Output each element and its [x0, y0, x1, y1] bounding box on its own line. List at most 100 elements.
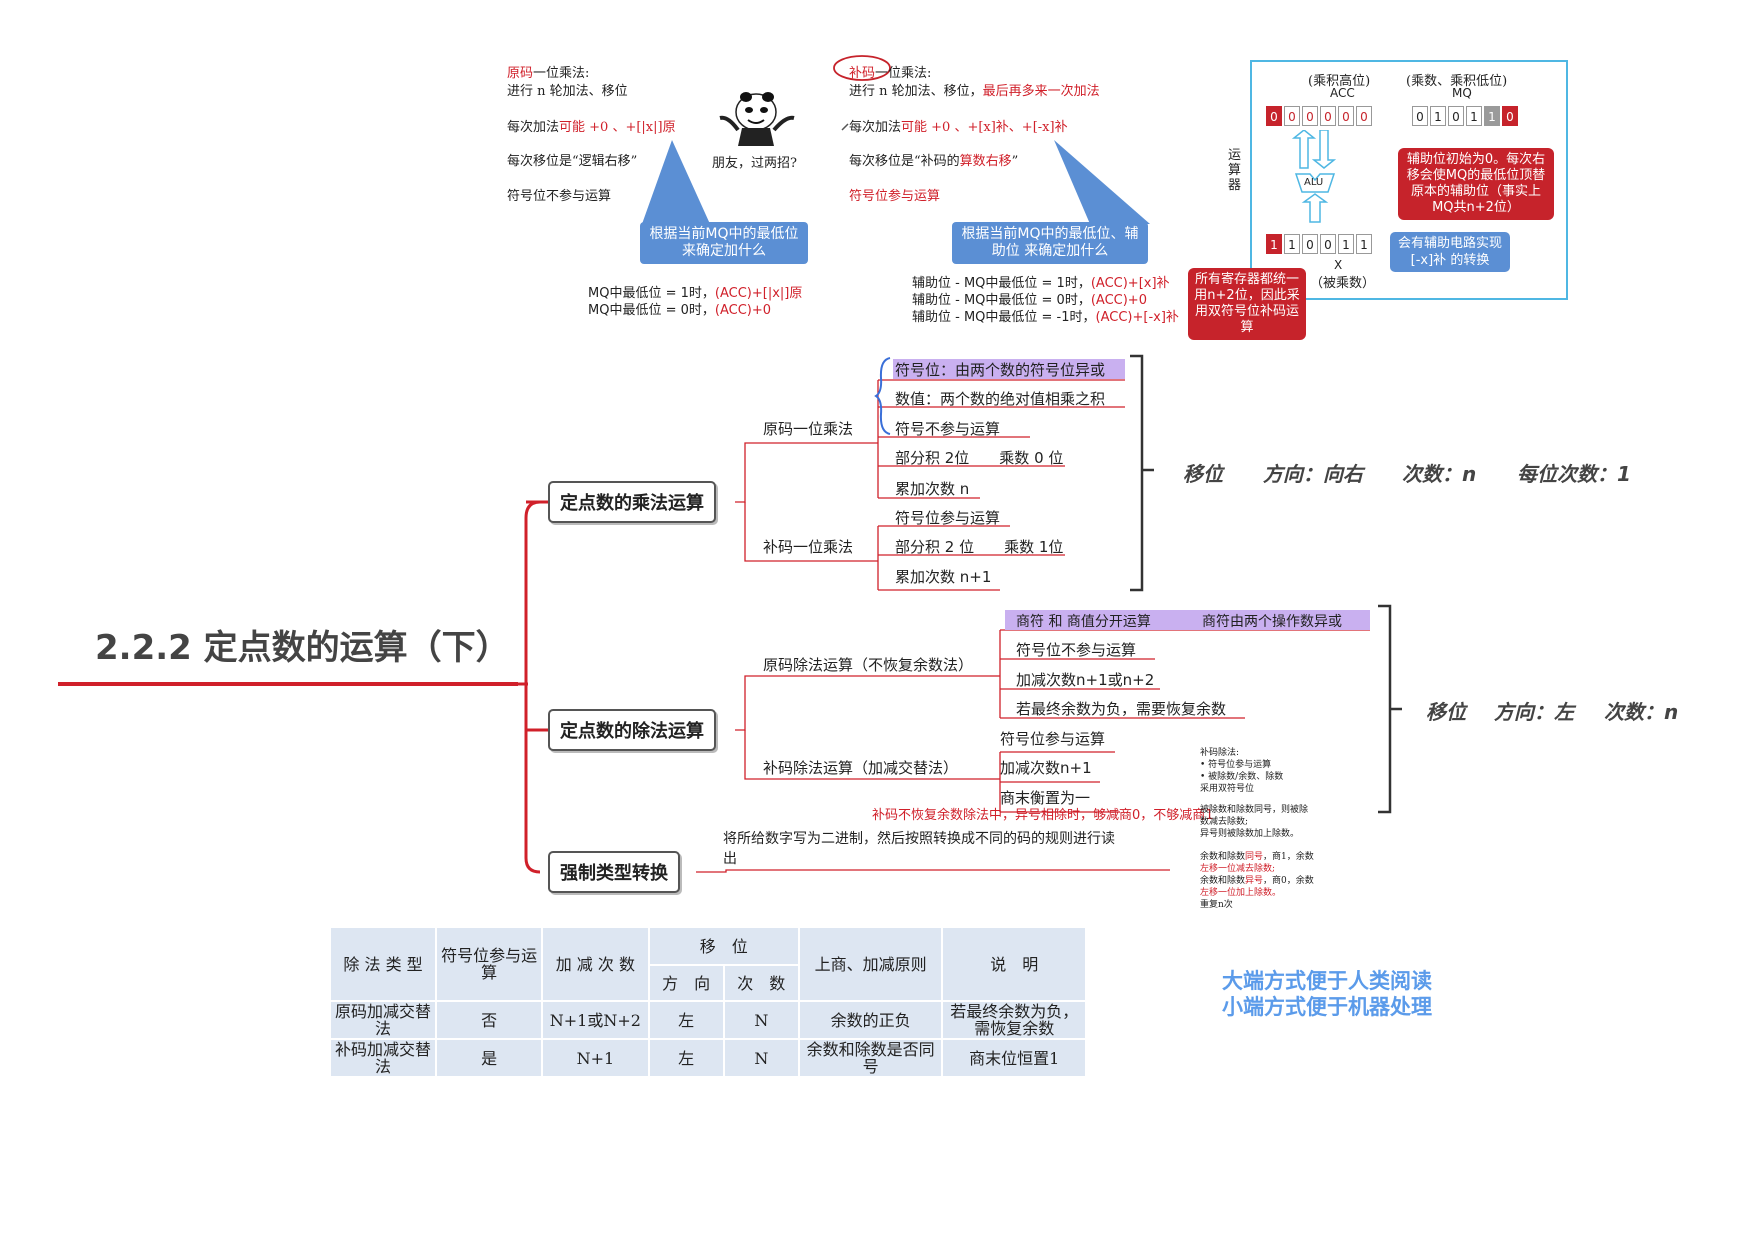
endian-line-2: 小端方式便于机器处理	[1222, 995, 1432, 1019]
acc-bit: 0	[1320, 106, 1336, 126]
orig-mul-line2: 进行 n 轮加法、移位	[507, 84, 628, 99]
panda-caption: 朋友，过两招?	[712, 156, 797, 171]
double-sign-note: 所有寄存器都统一用n+2位，因此采用双符号位补码运算	[1188, 268, 1306, 340]
mo-leaf: 符号位：由两个数的符号位异或	[895, 361, 1106, 379]
orig-rule-2: MQ中最低位 = 0时，(ACC)+0	[588, 303, 772, 318]
do-leaf: 商符 和 商值分开运算	[1016, 614, 1151, 630]
orig-mul-line3: 每次加法可能 +0 、+[|x|]原	[507, 120, 676, 135]
circle-mark-icon	[833, 55, 891, 81]
division-table: 除 法 类 型 符号位参与运算 加 减 次 数 移 位 上商、加减原则 说 明 …	[328, 926, 1087, 1078]
mul-node[interactable]: 定点数的乘法运算	[548, 481, 716, 523]
note-line: 左移一位减去除数;	[1200, 864, 1276, 874]
table-cell: N+1	[541, 1038, 650, 1078]
orig-mul-line5: 符号位不参与运算	[507, 189, 612, 204]
div-shift-label: 移位	[1426, 700, 1466, 724]
mul-shift-label: 移位	[1183, 462, 1223, 486]
table-cell: 左	[647, 1038, 725, 1078]
dc-leaf: 加减次数n+1	[1000, 759, 1092, 777]
table-cell: 原码加减交替法	[328, 1000, 438, 1040]
div-times: 次数：n	[1604, 700, 1679, 724]
branch-comp-div[interactable]: 补码除法运算（加减交替法）	[763, 759, 959, 777]
branch-orig-div[interactable]: 原码除法运算（不恢复余数法）	[763, 656, 974, 674]
x-bit: 1	[1338, 234, 1354, 254]
mq-bit: 1	[1466, 106, 1482, 126]
note-line: 补码除法:	[1200, 748, 1240, 758]
x-bit: 0	[1320, 234, 1336, 254]
orig-mul-line1: 原码一位乘法:	[507, 66, 590, 81]
comp-mul-line5: 符号位参与运算	[849, 189, 941, 204]
mq-bit: 1	[1430, 106, 1446, 126]
note-line: 数减去除数;	[1200, 817, 1249, 827]
cast-node[interactable]: 强制类型转换	[548, 851, 680, 893]
acc-register: 0 0 0 0 0 0	[1266, 106, 1374, 126]
comp-mul-line4: 每次移位是“补码的算数右移”	[849, 154, 1019, 169]
note-line: 余数和除数同号，商1，余数	[1200, 852, 1314, 862]
note-line: 重复n次	[1200, 900, 1233, 910]
branch-orig-mul[interactable]: 原码一位乘法	[763, 420, 854, 438]
mq-bit: 1	[1484, 106, 1500, 126]
x-sublabel: （被乘数）	[1310, 276, 1376, 291]
alu-label: ALU	[1304, 177, 1324, 188]
mc-leaf: 累加次数 n+1	[895, 568, 992, 586]
mq-label-2: MQ	[1452, 86, 1472, 100]
mq-register: 0 1 0 1 1 0	[1412, 106, 1520, 126]
branch-comp-mul[interactable]: 补码一位乘法	[763, 538, 854, 556]
endian-line-1: 大端方式便于人类阅读	[1222, 969, 1432, 993]
mq-label-1: (乘数、乘积低位)	[1406, 74, 1508, 89]
table-header: 移 位	[647, 926, 800, 966]
table-cell: 余数和除数是否同号	[797, 1038, 944, 1078]
comp-mul-line2: 进行 n 轮加法、移位，最后再多来一次加法	[849, 84, 1100, 99]
table-cell: N	[722, 1000, 800, 1040]
do-leaf: 商符由两个操作数异或	[1202, 614, 1342, 630]
callout-pointer	[1054, 140, 1150, 224]
mc-leaf: 部分积 2 位 乘数 1位	[895, 538, 1064, 556]
comp-rule-3: 辅助位 - MQ中最低位 = -1时，(ACC)+[-x]补	[912, 310, 1179, 325]
mc-leaf: 符号位参与运算	[895, 509, 1001, 527]
div-direction: 方向：左	[1494, 700, 1574, 724]
table-cell: N+1或N+2	[541, 1000, 650, 1040]
mul-times: 次数：n	[1402, 462, 1477, 486]
table-cell: 否	[435, 1000, 544, 1040]
mq-bit: 0	[1448, 106, 1464, 126]
comp-rule-1: 辅助位 - MQ中最低位 = 1时，(ACC)+[x]补	[912, 276, 1170, 291]
table-cell: 余数的正负	[797, 1000, 944, 1040]
comp-callout: 根据当前MQ中的最低位、辅助位 来确定加什么	[952, 222, 1148, 264]
dc-leaf: 商末衡置为一	[1000, 789, 1091, 807]
mul-per-bit: 每位次数：1	[1517, 462, 1631, 486]
table-cell: 商末位恒置1	[941, 1038, 1087, 1078]
table-cell: 若最终余数为负，需恢复余数	[941, 1000, 1087, 1040]
cast-text-1: 将所给数字写为二进制，然后按照转换成不同的码的规则进行读	[723, 831, 1115, 847]
do-leaf: 若最终余数为负，需要恢复余数	[1016, 700, 1227, 718]
div-node[interactable]: 定点数的除法运算	[548, 709, 716, 751]
do-leaf: 加减次数n+1或n+2	[1016, 671, 1155, 689]
x-bit: 0	[1302, 234, 1318, 254]
comp-rule-2: 辅助位 - MQ中最低位 = 0时，(ACC)+0	[912, 293, 1147, 308]
x-bit: 1	[1266, 234, 1282, 254]
note-line: • 被除数/余数、除数	[1200, 772, 1284, 782]
table-header: 加 减 次 数	[541, 926, 650, 1002]
do-leaf: 符号位不参与运算	[1016, 641, 1137, 659]
aux-bit-note: 辅助位初始为0。每次右移会使MQ的最低位顶替原本的辅助位（事实上MQ共n+2位）	[1398, 148, 1554, 220]
mq-bit: 0	[1412, 106, 1428, 126]
acc-bit: 0	[1302, 106, 1318, 126]
x-register: 1 1 0 0 1 1	[1266, 234, 1374, 254]
table-header: 除 法 类 型	[328, 926, 438, 1002]
note-line: • 符号位参与运算	[1200, 760, 1272, 770]
highlight	[893, 359, 1125, 379]
mq-aux-bit: 0	[1502, 106, 1518, 126]
note-line: 左移一位加上除数。	[1200, 888, 1282, 898]
panda-meme-icon	[719, 92, 795, 146]
acc-label-1: (乘积高位)	[1308, 74, 1371, 89]
mul-direction: 方向：向右	[1263, 462, 1363, 486]
cast-text-2: 出	[723, 851, 737, 867]
comp-mul-line1: 补码一位乘法:	[849, 66, 932, 81]
table-row: 原码加减交替法 否 N+1或N+2 左 N 余数的正负 若最终余数为负，需恢复余…	[328, 1000, 1087, 1040]
acc-bit: 0	[1284, 106, 1300, 126]
table-header: 次 数	[722, 964, 800, 1002]
acc-bit: 0	[1338, 106, 1354, 126]
orig-callout: 根据当前MQ中的最低位来确定加什么	[640, 222, 808, 264]
table-cell: 补码加减交替法	[328, 1038, 438, 1078]
table-cell: N	[722, 1038, 800, 1078]
note-line: 被除数和除数同号，则被除	[1200, 805, 1309, 815]
mo-leaf: 符号不参与运算	[895, 420, 1001, 438]
